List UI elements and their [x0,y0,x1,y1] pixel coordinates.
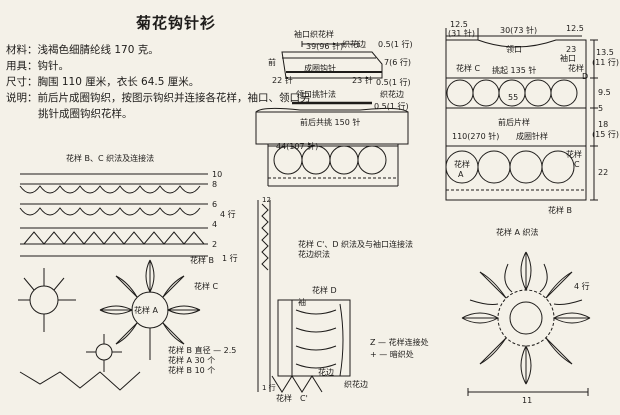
cd-edge-side: 花边 [318,368,334,377]
collar-circles-count: 44(107 针) [276,142,319,151]
body-pattern-c-side: 花样 [566,150,582,159]
instructions-line-1: 说明：前后片成圈钩织，按图示钩织并连接各花样，袖口、领口另 [6,92,311,104]
sleeve-title: 袖口织花样 [294,30,334,39]
cd-edge: 织花边 [344,380,368,389]
bc-pattern-b: 花样 B [190,256,215,265]
flower-a-method-shape [461,251,591,396]
body-diagram-shape [445,28,598,201]
cd-rows-12: 12 [262,196,271,204]
bc-row-10: 10 [212,170,223,179]
cd-legend-2: + — 暗织处 [370,350,414,359]
tools-text: 用具：钩针。 [6,60,69,72]
body-rows-15: (15 行) [592,130,619,139]
body-collar-label: 领口 [506,45,522,54]
body-sleeve-label: 袖口 [560,54,576,63]
instructions-line-2: 挑针成圈钩织花样。 [38,108,133,120]
a-method-width: 11 [522,396,533,405]
sleeve-edge-top: 0.5(1 行) [378,40,413,49]
sleeve-diagram-shape [281,41,383,79]
body-dim-22: 22 [598,168,609,177]
body-pattern-c-right: 花样 [568,64,584,73]
bc-pattern-a: 花样 A [134,306,159,315]
sleeve-edge-label: 织花边 [342,40,366,49]
cd-title-line-1: 花样 C'、D 织法及与袖口连接法 [298,240,414,249]
body-pick-up: 挑起 135 针 [492,66,537,75]
bc-title: 花样 B、C 织法及连接法 [66,154,155,163]
body-dim-5: 5 [598,104,604,113]
body-n23: 23 [566,45,577,54]
body-pattern-a-letter: A [458,170,464,179]
cd-pattern-c-bottom: 花样 [276,394,292,403]
body-pattern-a: 花样 [454,160,470,169]
bc-row-6: 6 [212,200,218,209]
sleeve-left-count: 22 针 [272,76,293,85]
a-method-rows: 4 行 [574,282,590,291]
cd-pattern-shape [257,200,351,393]
collar-title: 领口挑针法 [296,90,336,99]
cd-sleeve-label: 袖 [298,298,306,307]
sleeve-pattern: 成圈钩针 [304,64,336,73]
body-dim-9-5: 9.5 [598,88,611,97]
cd-pattern-d: 花样 D [312,286,337,295]
bc-pattern-rows [19,173,208,257]
sleeve-pattern-count: 23 针 [352,76,373,85]
collar-total: 前后共挑 150 针 [300,118,361,127]
collar-diagram-shape [255,101,409,187]
page-title: 菊花钩针衫 [136,14,217,32]
body-pattern-c-side2: C [574,160,580,169]
bc-legend-b: 花样 B 直径 — 2.5 [168,346,237,355]
body-pattern-d: D [582,72,589,81]
body-pattern-c: 花样 C [456,64,481,73]
body-dim-13-5: 13.5 [596,48,614,57]
cd-title-line-2: 花边织法 [298,250,330,259]
bc-pattern-c: 花样 C [194,282,219,291]
bc-legend-b2: 花样 B 10 个 [168,366,216,375]
sleeve-top-count: 39(96 针) [306,42,344,51]
body-bottom-count: 110(270 针) [452,132,500,141]
sleeve-edge-bottom: 0.5(1 行) [376,78,411,87]
body-top-mid-dim: 30(73 针) [500,26,538,35]
body-rows-11: (11 行) [592,58,619,67]
cd-c-prime: C' [300,394,308,403]
body-top-left-count: (31 针) [448,29,475,38]
body-pattern-b-bottom: 花样 B [548,206,573,215]
bc-row-2: 2 [212,240,218,249]
bc-row-1: 1 行 [222,254,238,263]
body-dim-18: 18 [598,120,609,129]
materials-text: 材料：浅褐色细腈纶线 170 克。 [6,44,159,56]
cd-legend-1: Z — 花样连接处 [370,338,429,347]
size-text: 尺寸：胸围 110 厘米，衣长 64.5 厘米。 [6,76,200,88]
collar-circles [268,145,398,175]
bc-rows-label: 4 行 [220,210,236,219]
body-back-label: 前后片样 [498,118,530,127]
collar-edge-label: 织花边 [380,90,404,99]
cd-rows-1: 1 行 [262,384,276,392]
sleeve-rows: 7(6 行) [384,58,411,67]
bc-legend-a: 花样 A 30 个 [168,356,216,365]
body-top-left-dim: 12.5 [450,20,468,29]
body-dim-55: 55 [508,93,519,102]
flower-a-large [18,259,201,391]
sleeve-front-label: 前 [268,58,276,67]
bc-row-8: 8 [212,180,218,189]
body-top-right-dim: 12.5 [566,24,584,33]
body-bottom-pattern: 成圈针样 [516,132,548,141]
a-method-title: 花样 A 织法 [496,228,539,237]
collar-edge-rows: 0.5(1 行) [374,102,409,111]
bc-row-4: 4 [212,220,218,229]
